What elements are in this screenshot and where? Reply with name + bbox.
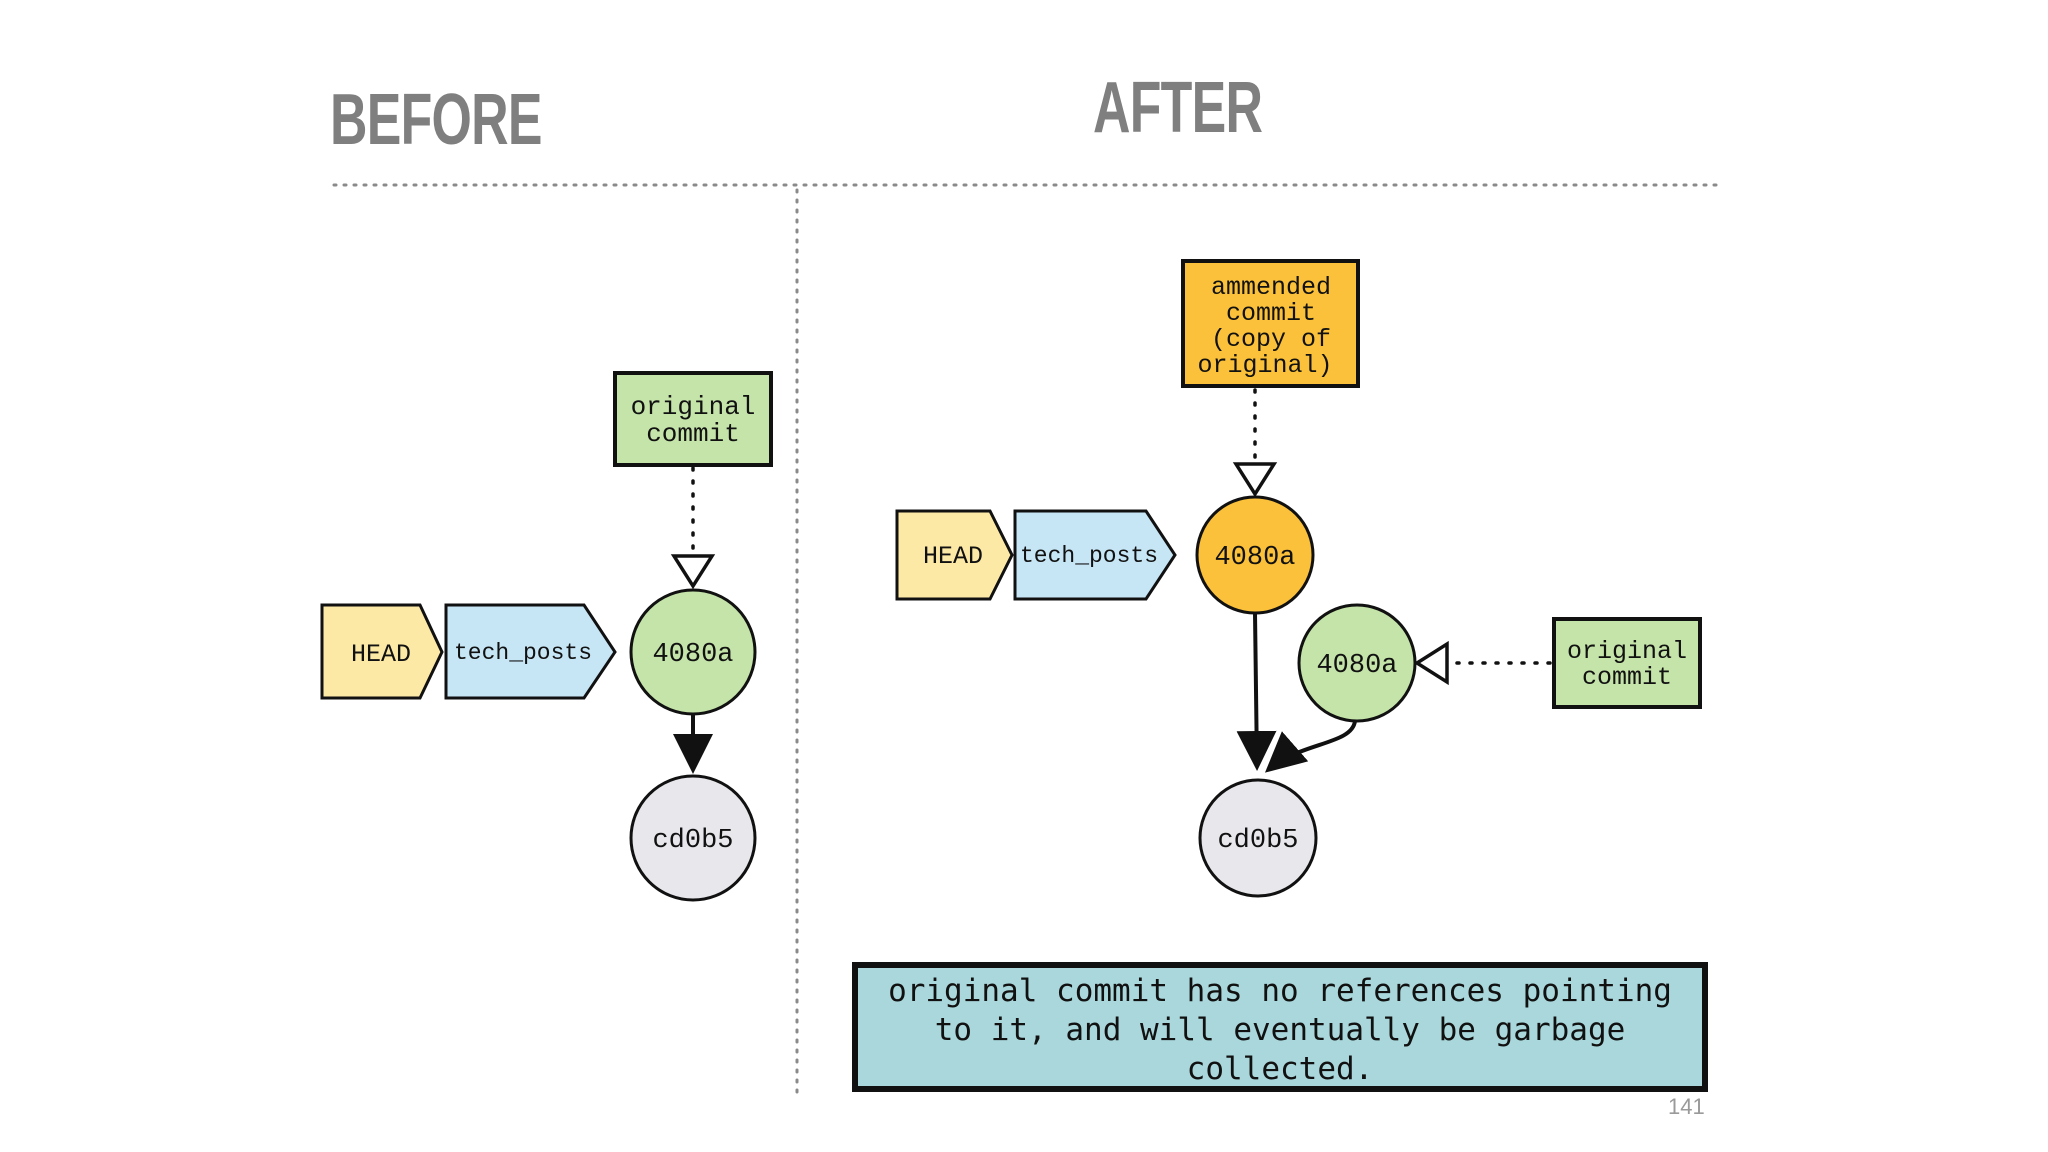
after-parent-commit-label: cd0b5 bbox=[1217, 826, 1298, 856]
after-old-commit-label: 4080a bbox=[1316, 651, 1397, 681]
before-tag-line1: original bbox=[631, 392, 756, 422]
before-commit-cd0b5-label: cd0b5 bbox=[652, 826, 733, 856]
after-graph: HEAD tech_posts ammended commit (copy of… bbox=[895, 259, 1702, 898]
after-original-line2: commit bbox=[1582, 663, 1672, 692]
after-heading: AFTER bbox=[1093, 68, 1263, 148]
after-original-tag-arrowhead bbox=[1413, 640, 1449, 686]
after-original-line1: original bbox=[1567, 637, 1687, 666]
before-tag-arrowhead bbox=[670, 554, 716, 590]
after-original-commit-tag: original commit bbox=[1552, 617, 1702, 709]
before-commit-cd0b5: cd0b5 bbox=[629, 774, 757, 902]
before-original-commit-tag: original commit bbox=[613, 371, 773, 467]
after-amended-parent-edge bbox=[1236, 612, 1277, 771]
before-heading: BEFORE bbox=[330, 80, 542, 160]
after-amended-line3: (copy of bbox=[1211, 325, 1331, 354]
before-graph: HEAD tech_posts original commit 4080a cd… bbox=[320, 371, 773, 902]
before-head-label: HEAD bbox=[351, 640, 411, 669]
before-commit-4080a: 4080a bbox=[629, 588, 757, 716]
after-commit-4080a-original: 4080a bbox=[1297, 603, 1417, 723]
after-commit-cd0b5: cd0b5 bbox=[1198, 778, 1318, 898]
before-branch-pointer: tech_posts bbox=[444, 603, 617, 700]
after-amended-line2: commit bbox=[1226, 299, 1316, 328]
after-amended-tag-arrowhead bbox=[1232, 462, 1278, 498]
page-number: 141 bbox=[1668, 1094, 1705, 1119]
garbage-collection-note: original commit has no references pointi… bbox=[852, 962, 1708, 1092]
after-amended-line1: ammended bbox=[1211, 273, 1331, 302]
after-head-label: HEAD bbox=[923, 542, 983, 571]
before-commit-4080a-label: 4080a bbox=[652, 640, 733, 670]
after-head-pointer: HEAD bbox=[895, 509, 1014, 601]
before-head-pointer: HEAD bbox=[320, 603, 444, 700]
after-new-commit-label: 4080a bbox=[1214, 543, 1295, 573]
before-tag-line2: commit bbox=[646, 419, 740, 449]
after-amended-commit-tag: ammended commit (copy of original) bbox=[1181, 259, 1360, 388]
after-commit-4080a-amended: 4080a bbox=[1195, 495, 1315, 615]
after-branch-pointer: tech_posts bbox=[1013, 509, 1177, 601]
after-branch-label: tech_posts bbox=[1020, 543, 1158, 569]
after-original-parent-edge bbox=[1264, 720, 1357, 773]
before-branch-label: tech_posts bbox=[454, 640, 592, 666]
after-amended-line4: original) bbox=[1197, 351, 1332, 380]
